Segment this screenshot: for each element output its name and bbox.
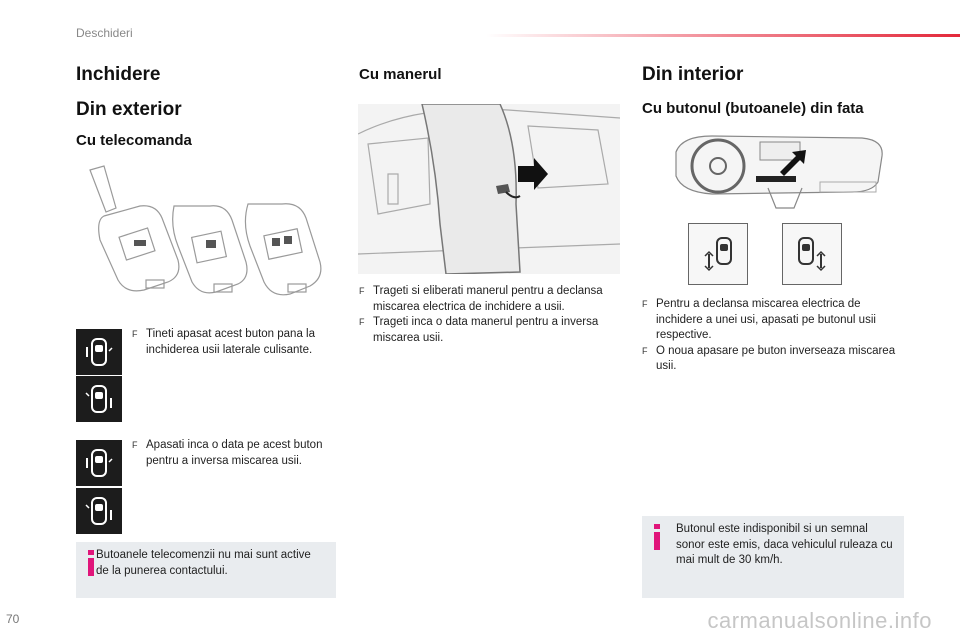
sliding-door-right-button bbox=[76, 376, 122, 422]
sliding-door-left-button-2 bbox=[76, 440, 122, 486]
bullet-marker: F bbox=[642, 299, 648, 309]
section-title: Deschideri bbox=[76, 26, 133, 40]
bullet-marker: F bbox=[359, 317, 365, 327]
car-door-left-icon bbox=[704, 237, 732, 272]
remote-keys-illustration bbox=[82, 160, 332, 310]
heading-din-interior: Din interior bbox=[642, 64, 744, 85]
front-button-right bbox=[782, 223, 842, 285]
bullet-marker: F bbox=[132, 440, 138, 450]
door-handle-illustration bbox=[357, 103, 621, 275]
sliding-door-right-button-2 bbox=[76, 488, 122, 534]
sliding-door-icon bbox=[357, 103, 621, 275]
header-rule bbox=[486, 34, 960, 37]
heading-cu-manerul: Cu manerul bbox=[359, 66, 442, 83]
bullet-marker: F bbox=[642, 345, 648, 356]
bullet-marker: F bbox=[132, 329, 138, 339]
bullet-marker: F bbox=[359, 286, 365, 296]
push-arrow-icon bbox=[518, 158, 548, 190]
remote-key-icon bbox=[89, 165, 322, 296]
info-icon bbox=[654, 524, 660, 550]
car-door-right-icon bbox=[798, 237, 826, 272]
car-door-left-icon bbox=[86, 338, 113, 366]
car-door-left-icon bbox=[86, 449, 113, 477]
info-text-interior: Butonul este indisponibil si un semnal s… bbox=[676, 523, 893, 566]
car-door-right-icon bbox=[85, 497, 112, 525]
heading-cu-telecomanda: Cu telecomanda bbox=[76, 132, 192, 149]
heading-din-exterior: Din exterior bbox=[76, 99, 182, 120]
dashboard-illustration bbox=[672, 132, 886, 216]
info-icon bbox=[88, 550, 94, 576]
front-button-left bbox=[688, 223, 748, 285]
info-box-remote: Butoanele telecomenzii nu mai sunt activ… bbox=[76, 542, 336, 598]
heading-inchidere: Inchidere bbox=[76, 64, 161, 85]
sliding-door-left-button bbox=[76, 329, 122, 375]
car-door-right-icon bbox=[85, 385, 112, 413]
push-arrow-icon bbox=[780, 150, 806, 176]
info-text-remote: Butoanele telecomenzii nu mai sunt activ… bbox=[96, 549, 311, 577]
heading-cu-butonul: Cu butonul (butoanele) din fata bbox=[642, 100, 864, 117]
page-number: 70 bbox=[6, 612, 20, 626]
info-box-interior: Butonul este indisponibil si un semnal s… bbox=[642, 516, 904, 598]
dashboard-icon bbox=[675, 135, 883, 209]
watermark: carmanualsonline.info bbox=[707, 608, 932, 633]
